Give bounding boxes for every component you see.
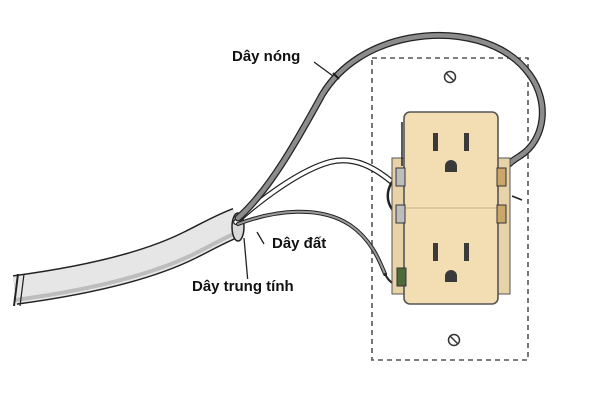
neutral-wire-leader xyxy=(243,237,249,284)
ground-wire-label: Dây đất xyxy=(270,235,329,252)
upper-receptacle xyxy=(433,133,469,172)
cable-sheath xyxy=(13,207,245,307)
neutral-terminal-screws xyxy=(395,167,406,224)
top-mounting-screw xyxy=(443,70,457,84)
ground-wire-leader xyxy=(256,231,265,245)
bottom-mounting-screw xyxy=(447,333,461,347)
hot-wire-label: Dây nóng xyxy=(230,48,303,65)
neutral-wire-label: Dây trung tính xyxy=(190,278,296,295)
ground-terminal-screw xyxy=(396,267,407,287)
hot-wire xyxy=(234,31,546,222)
electrical-box-outline xyxy=(371,57,529,361)
hot-wire-leader xyxy=(313,61,334,77)
lower-receptacle xyxy=(433,243,469,282)
hot-terminal-screws xyxy=(496,167,507,224)
